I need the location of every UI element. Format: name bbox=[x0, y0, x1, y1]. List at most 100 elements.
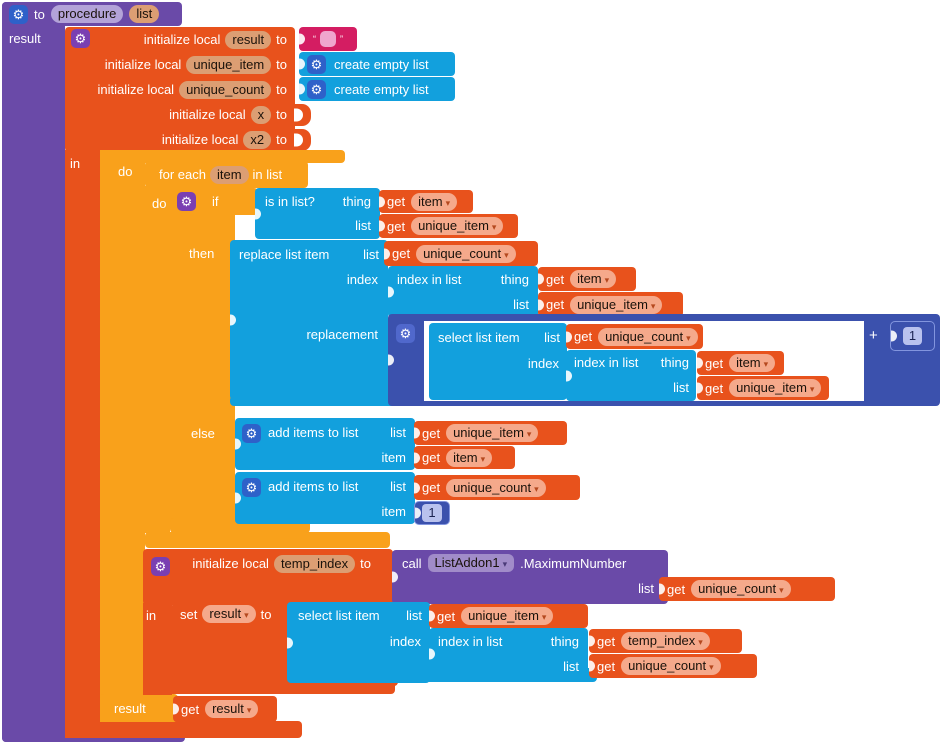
to-keyword: to bbox=[34, 6, 45, 22]
var-dropdown[interactable]: item▾ bbox=[729, 354, 776, 372]
open-quote: “ bbox=[313, 34, 316, 44]
in-label: in bbox=[70, 156, 81, 171]
replace-list-item-block[interactable]: replace list item list index replacement bbox=[230, 240, 388, 400]
gear-icon[interactable]: ⚙ bbox=[9, 4, 28, 24]
for-each-row: for each item in list bbox=[159, 165, 283, 184]
var-dropdown[interactable]: unique_item▾ bbox=[461, 607, 554, 625]
dropdown-icon: ▾ bbox=[698, 637, 703, 647]
var-dropdown[interactable]: item▾ bbox=[411, 192, 458, 211]
var-name-field[interactable]: x bbox=[250, 105, 272, 124]
gear-icon[interactable]: ⚙ bbox=[307, 54, 326, 74]
var-name-field[interactable]: result bbox=[225, 30, 272, 49]
dropdown-icon: ▾ bbox=[526, 429, 532, 439]
empty-string-block[interactable]: “ ” bbox=[299, 27, 357, 51]
gear-icon[interactable]: ⚙ bbox=[71, 29, 90, 48]
get-block[interactable]: get unique_count▾ bbox=[566, 324, 703, 349]
dropdown-icon: ▾ bbox=[709, 662, 714, 672]
gear-icon[interactable]: ⚙ bbox=[151, 557, 170, 576]
in-label: in bbox=[146, 608, 157, 623]
get-block[interactable]: get unique_count▾ bbox=[384, 241, 538, 266]
var-dropdown[interactable]: result▾ bbox=[202, 605, 256, 623]
text-field[interactable] bbox=[320, 31, 336, 47]
var-name-field[interactable]: unique_item bbox=[186, 55, 272, 74]
init-row-temp-index: initialize local temp_index to bbox=[192, 554, 371, 573]
get-block[interactable]: get unique_item▾ bbox=[538, 292, 683, 317]
var-name-field[interactable]: unique_count bbox=[179, 80, 272, 99]
procedure-param-chip[interactable]: list bbox=[129, 5, 160, 23]
create-empty-list-block[interactable]: ⚙ create empty list bbox=[299, 52, 455, 76]
dropdown-icon: ▾ bbox=[686, 332, 691, 343]
empty-socket[interactable] bbox=[294, 104, 311, 126]
procedure-header[interactable]: ⚙ to procedure list bbox=[2, 2, 182, 26]
procedure-name-field[interactable]: procedure bbox=[50, 5, 124, 23]
index-in-list-block[interactable]: index in list thing list bbox=[566, 350, 696, 401]
var-name-field[interactable]: temp_index bbox=[273, 554, 356, 573]
plus-operator: + bbox=[869, 327, 878, 344]
dropdown-icon: ▾ bbox=[604, 275, 610, 285]
dropdown-icon: ▾ bbox=[504, 249, 509, 260]
get-block[interactable]: get unique_item▾ bbox=[429, 604, 588, 628]
loop-var-field[interactable]: item bbox=[209, 165, 249, 184]
var-dropdown[interactable]: unique_item▾ bbox=[570, 295, 663, 314]
var-dropdown[interactable]: item▾ bbox=[570, 270, 617, 288]
get-block[interactable]: get unique_item▾ bbox=[414, 421, 567, 445]
var-dropdown[interactable]: item▾ bbox=[446, 448, 493, 467]
get-block[interactable]: get unique_count▾ bbox=[589, 654, 757, 678]
dropdown-icon: ▾ bbox=[445, 197, 451, 208]
dropdown-icon: ▾ bbox=[541, 612, 547, 622]
dropdown-icon: ▾ bbox=[502, 559, 508, 569]
gear-icon[interactable]: ⚙ bbox=[177, 192, 196, 211]
number-block[interactable]: 1 bbox=[414, 501, 450, 525]
get-block[interactable]: get item▾ bbox=[379, 190, 473, 213]
get-block[interactable]: get temp_index▾ bbox=[589, 629, 742, 653]
var-dropdown[interactable]: unique_count▾ bbox=[621, 657, 721, 675]
gear-icon[interactable]: ⚙ bbox=[242, 424, 261, 443]
if-block-spine bbox=[170, 188, 235, 524]
add-items-to-list-block[interactable]: ⚙ add items to list list item bbox=[235, 472, 415, 524]
do-result-block-result-row bbox=[100, 694, 178, 722]
for-each-block-bottom bbox=[145, 532, 390, 548]
number-block[interactable]: 1 bbox=[890, 321, 935, 351]
select-list-item-block[interactable]: select list item list index bbox=[429, 323, 567, 400]
result-label: result bbox=[114, 701, 146, 716]
var-dropdown[interactable]: temp_index▾ bbox=[621, 632, 710, 650]
init-row-unique-item: initialize local unique_item to bbox=[104, 55, 287, 74]
get-block[interactable]: get unique_item▾ bbox=[697, 376, 829, 400]
var-dropdown[interactable]: unique_item▾ bbox=[411, 217, 504, 235]
gear-icon[interactable]: ⚙ bbox=[307, 79, 326, 99]
dropdown-icon: ▾ bbox=[779, 585, 784, 595]
var-dropdown[interactable]: unique_count▾ bbox=[416, 244, 516, 263]
call-method-block[interactable]: call ListAddon1▾ .MaximumNumber list bbox=[392, 550, 668, 604]
empty-socket[interactable] bbox=[294, 129, 311, 151]
get-block[interactable]: get result▾ bbox=[173, 696, 277, 722]
gear-icon[interactable]: ⚙ bbox=[242, 478, 261, 497]
dropdown-icon: ▾ bbox=[246, 705, 252, 715]
init-row-x: initialize local x to bbox=[169, 105, 287, 124]
is-in-list-block[interactable]: is in list? thing list bbox=[255, 188, 380, 239]
get-block[interactable]: get item▾ bbox=[414, 446, 515, 469]
get-block[interactable]: get item▾ bbox=[697, 351, 784, 375]
do-result-block-top[interactable] bbox=[100, 150, 345, 163]
get-block[interactable]: get item▾ bbox=[538, 267, 636, 291]
component-dropdown[interactable]: ListAddon1▾ bbox=[427, 554, 515, 572]
dropdown-icon: ▾ bbox=[650, 300, 656, 311]
procedure-block[interactable] bbox=[2, 2, 65, 742]
gear-icon[interactable]: ⚙ bbox=[396, 324, 415, 343]
var-dropdown[interactable]: unique_item▾ bbox=[446, 424, 539, 442]
var-dropdown[interactable]: unique_count▾ bbox=[446, 478, 546, 497]
var-name-field[interactable]: x2 bbox=[243, 130, 272, 149]
var-dropdown[interactable]: unique_item▾ bbox=[729, 379, 822, 397]
var-dropdown[interactable]: result▾ bbox=[205, 700, 259, 718]
var-dropdown[interactable]: unique_count▾ bbox=[598, 327, 698, 346]
create-empty-list-block[interactable]: ⚙ create empty list bbox=[299, 77, 455, 101]
dropdown-icon: ▾ bbox=[534, 483, 539, 494]
get-block[interactable]: get unique_count▾ bbox=[414, 475, 580, 500]
get-block[interactable]: get unique_item▾ bbox=[379, 214, 518, 238]
get-block[interactable]: get unique_count▾ bbox=[659, 577, 835, 601]
var-dropdown[interactable]: unique_count▾ bbox=[691, 580, 791, 598]
index-in-list-block[interactable]: index in list thing list bbox=[388, 266, 538, 318]
add-items-to-list-block[interactable]: ⚙ add items to list list item bbox=[235, 418, 415, 470]
index-in-list-block[interactable]: index in list thing list bbox=[429, 628, 588, 679]
for-each-block-spine bbox=[145, 186, 170, 533]
